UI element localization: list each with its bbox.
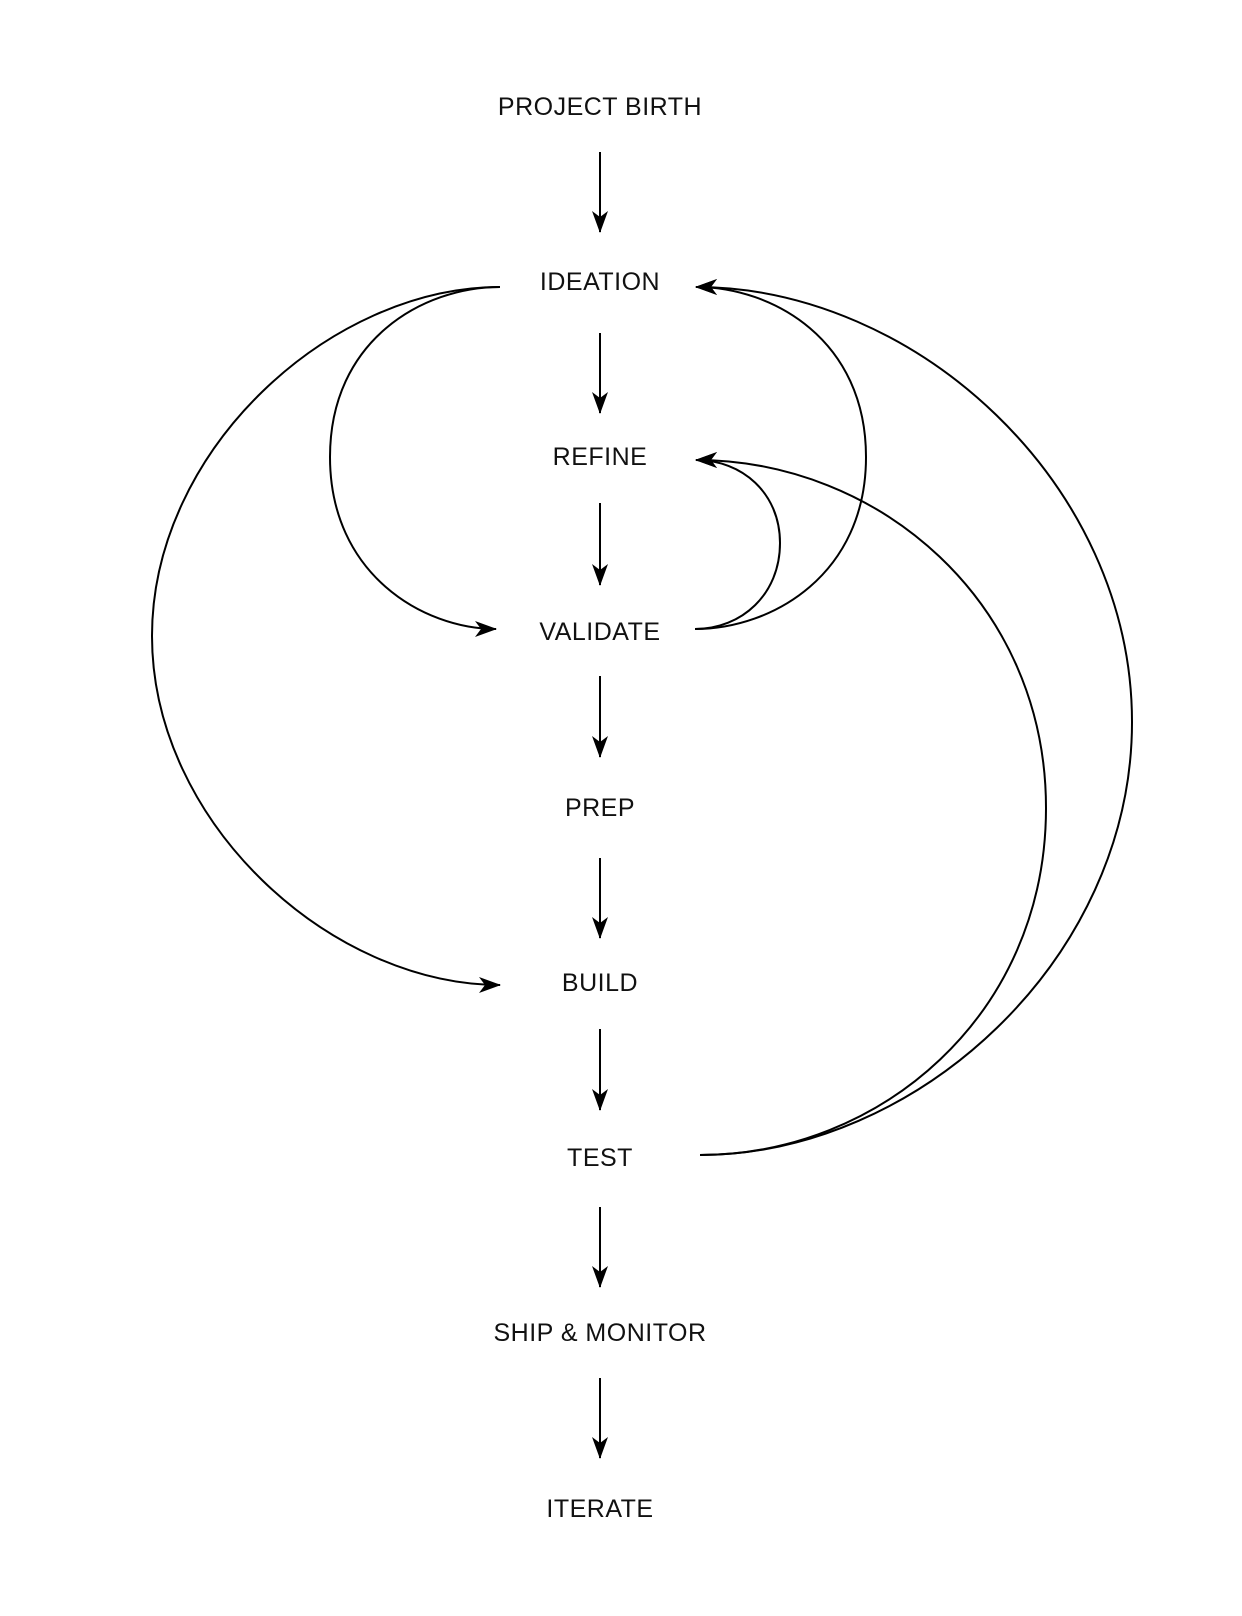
loop-test-to-refine (695, 452, 1048, 1156)
node-test: TEST (567, 1144, 633, 1172)
node-ship-monitor: SHIP & MONITOR (493, 1319, 706, 1347)
loop-validate-to-refine (694, 452, 782, 630)
node-labels: PROJECT BIRTH IDEATION REFINE VALIDATE P… (493, 93, 706, 1523)
loop-arrows (150, 279, 1134, 1156)
loop-validate-to-ideation (694, 279, 868, 630)
node-validate: VALIDATE (539, 618, 660, 646)
node-build: BUILD (562, 969, 638, 997)
node-ideation: IDEATION (540, 268, 660, 296)
loop-test-to-ideation (695, 279, 1134, 1156)
node-iterate: ITERATE (546, 1495, 653, 1523)
loop-ideation-to-validate (328, 286, 501, 637)
node-prep: PREP (565, 794, 635, 822)
loop-ideation-to-build (150, 286, 501, 993)
node-project-birth: PROJECT BIRTH (498, 93, 702, 121)
node-refine: REFINE (553, 443, 648, 471)
